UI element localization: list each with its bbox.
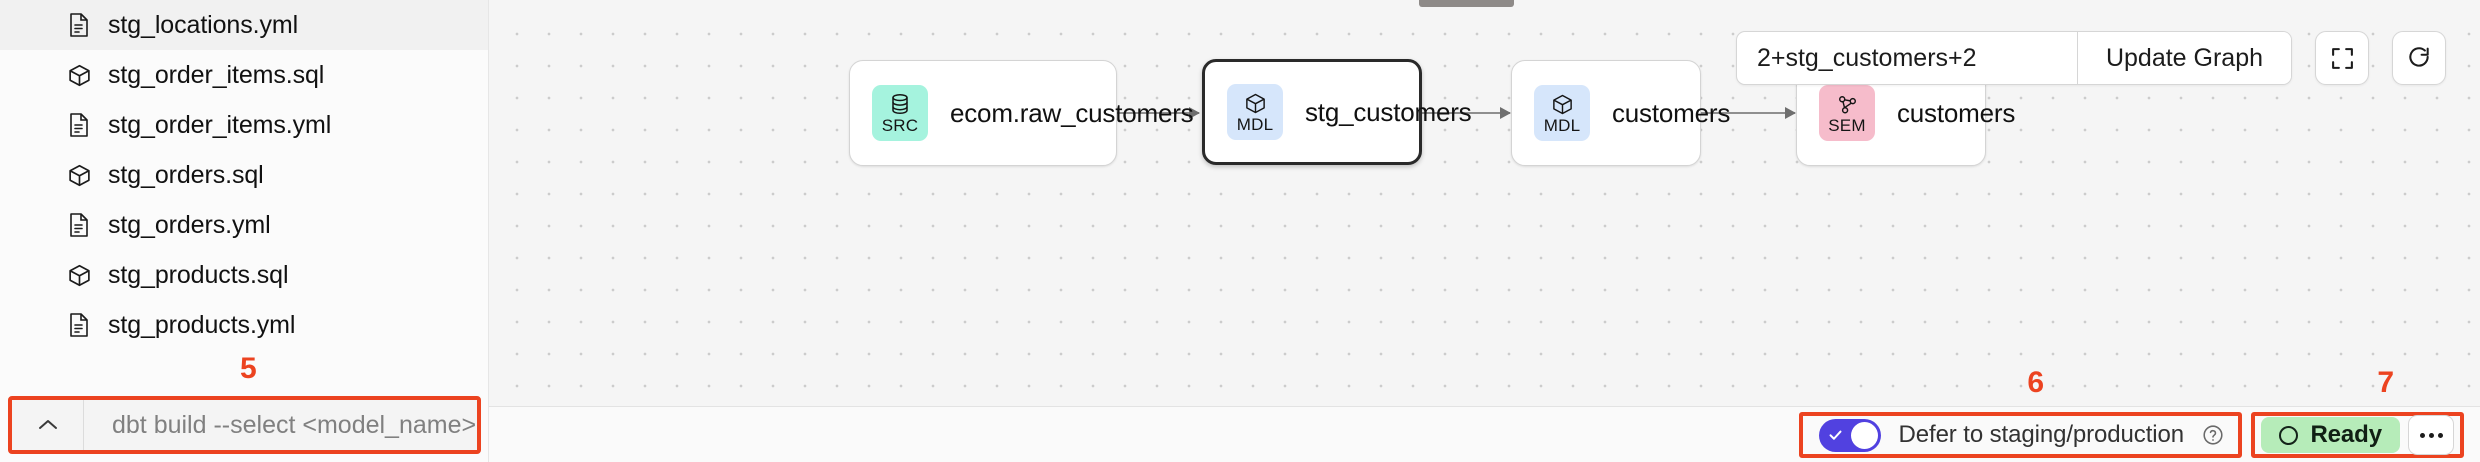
graph-node-stg-customers[interactable]: MDL stg_customers (1202, 59, 1472, 165)
cube-sql-icon (66, 162, 92, 188)
lineage-graph-panel: SRC ecom.raw_customers MDL stg_customers (489, 0, 2480, 462)
command-input-wrap (84, 400, 477, 450)
file-list-item[interactable]: stg_order_items.sql (0, 50, 488, 100)
file-yml-icon (66, 12, 92, 38)
graph-selector-input[interactable] (1736, 32, 2077, 84)
status-group: Ready (2251, 412, 2464, 458)
file-yml-icon (66, 212, 92, 238)
status-bar: 6 7 Defer to staging/production (489, 368, 2480, 462)
file-name: stg_orders.yml (108, 210, 271, 239)
command-bar (8, 396, 481, 454)
file-list-item[interactable]: stg_orders.yml (0, 200, 488, 250)
node-badge-label: SEM (1828, 115, 1866, 135)
file-list: stg_locations.yml stg_order_items.sql (0, 0, 488, 350)
top-scroll-indicator[interactable] (1419, 0, 1514, 7)
edge-connector (1419, 107, 1511, 119)
file-list-item[interactable]: stg_orders.sql (0, 150, 488, 200)
edge-connector (1701, 107, 1796, 119)
file-list-item[interactable]: stg_products.sql (0, 250, 488, 300)
chevron-up-icon[interactable] (12, 400, 84, 450)
annotation-marker-6: 6 (2027, 366, 2044, 399)
defer-label: Defer to staging/production (1898, 421, 2185, 448)
defer-toggle[interactable] (1818, 418, 1881, 452)
node-badge-src: SRC (872, 85, 928, 141)
refresh-icon[interactable] (2392, 31, 2446, 85)
node-label: ecom.raw_customers (950, 97, 1194, 128)
defer-setting-group: Defer to staging/production (1798, 412, 2242, 458)
command-input[interactable] (112, 410, 477, 440)
graph-selector-group: Update Graph (1735, 31, 2292, 85)
edge-connector (1109, 107, 1200, 119)
node-badge-mdl: MDL (1227, 84, 1283, 140)
file-list-item[interactable]: stg_products.yml (0, 300, 488, 350)
graph-node-customers-model[interactable]: MDL customers (1511, 60, 1730, 166)
annotation-marker-5: 5 (240, 352, 257, 385)
graph-node-ecom-raw-customers[interactable]: SRC ecom.raw_customers (849, 60, 1194, 166)
node-label: stg_customers (1305, 96, 1472, 127)
file-name: stg_products.sql (108, 260, 289, 289)
graph-toolbar: Update Graph (1735, 31, 2446, 85)
file-yml-icon (66, 312, 92, 338)
node-badge-label: MDL (1543, 115, 1581, 135)
cube-sql-icon (66, 262, 92, 288)
file-yml-icon (66, 112, 92, 138)
toggle-knob (1850, 421, 1878, 449)
file-name: stg_orders.sql (108, 160, 264, 189)
more-horizontal-icon[interactable] (2408, 415, 2454, 455)
file-name: stg_products.yml (108, 310, 296, 339)
file-list-item[interactable]: stg_order_items.yml (0, 100, 488, 150)
fit-to-screen-icon[interactable] (2315, 31, 2369, 85)
file-list-item[interactable]: stg_locations.yml (0, 0, 488, 50)
node-badge-sem: SEM (1819, 85, 1875, 141)
node-label: customers (1612, 97, 1731, 128)
status-indicator-icon (2279, 425, 2299, 445)
status-label: Ready (2310, 421, 2382, 448)
node-badge-mdl: MDL (1534, 85, 1590, 141)
help-circle-icon[interactable] (2202, 424, 2224, 446)
cube-sql-icon (66, 62, 92, 88)
node-label: customers (1897, 97, 2016, 128)
file-name: stg_order_items.yml (108, 110, 332, 139)
node-badge-label: SRC (881, 116, 919, 135)
file-explorer-sidebar: stg_locations.yml stg_order_items.sql (0, 0, 489, 462)
node-badge-label: MDL (1236, 114, 1274, 134)
status-badge[interactable]: Ready (2261, 417, 2400, 453)
file-name: stg_order_items.sql (108, 60, 325, 89)
update-graph-button[interactable]: Update Graph (2076, 32, 2291, 84)
file-name: stg_locations.yml (108, 10, 299, 39)
check-icon (1828, 428, 1843, 443)
annotation-marker-7: 7 (2377, 366, 2394, 399)
